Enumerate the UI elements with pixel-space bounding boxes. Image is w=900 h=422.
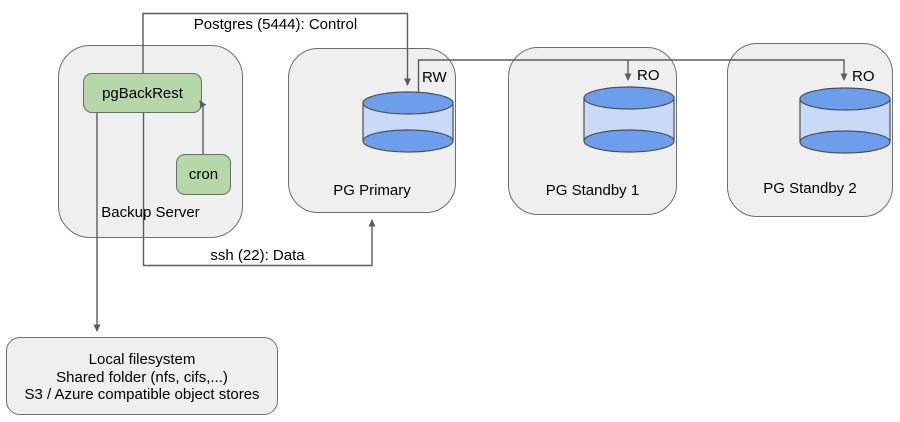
storage-box xyxy=(6,337,278,415)
database-icon-standby-1 xyxy=(583,86,675,153)
data-connector xyxy=(142,113,376,267)
cron-connector xyxy=(199,100,207,154)
database-icon-primary xyxy=(362,91,454,153)
database-icon-standby-2 xyxy=(799,87,891,154)
cron-label: cron xyxy=(188,166,219,183)
control-connector xyxy=(142,12,411,86)
cron-box: cron xyxy=(176,154,231,195)
pgbackrest-box: pgBackRest xyxy=(83,73,202,113)
pgbackrest-label: pgBackRest xyxy=(102,84,183,102)
replication-connector xyxy=(417,59,848,93)
